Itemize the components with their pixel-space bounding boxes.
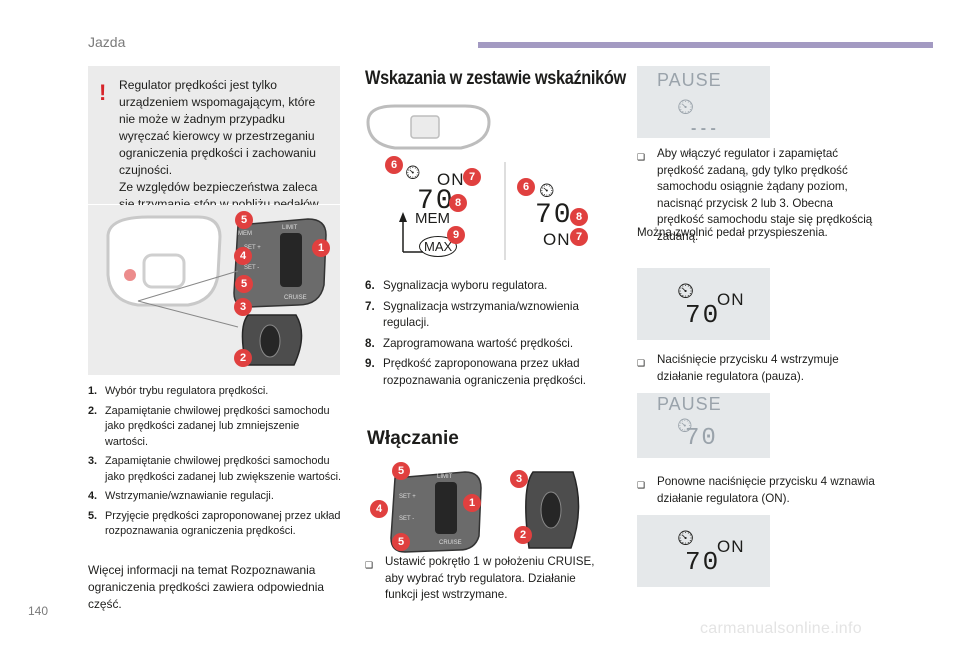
callout-2: 2 [234,349,252,367]
warning-box: ! Regulator prędkości jest tylko urządze… [88,66,340,211]
warning-text: Regulator prędkości jest tylko urządzeni… [119,78,316,177]
speed-limiter-icon: ⏲ [677,278,695,303]
display-pause-dashes: PAUSE ⏲ - - - [637,66,770,138]
warning-icon: ! [99,80,107,105]
svg-text:SET -: SET - [244,265,259,271]
callout-5: 5 [392,533,410,551]
list-item: 1.Wybór trybu regulatora prędkości. [88,385,269,397]
speed-limiter-icon: ⏲ [677,94,695,119]
list-item: 5.Przyjęcie prędkości zaproponowanej prz… [88,509,341,538]
list-item: 6.Sygnalizacja wyboru regulatora. [365,279,548,292]
bullet-icon: ❑ [365,560,374,570]
callout-2: 2 [514,526,532,544]
display-on-label: ON [717,537,745,556]
list-item: 2.Zapamiętanie chwilowej prędkości samoc… [88,404,330,448]
speed-limiter-icon: ⏲ [677,525,695,550]
speed-value: 70 [685,300,721,330]
speed-value: 70 [417,186,455,217]
svg-text:SET +: SET + [399,494,416,500]
svg-text:SET +: SET + [244,245,261,251]
controls-list: 1.Wybór trybu regulatora prędkości. 2.Za… [88,384,342,544]
indicators-list: 6.Sygnalizacja wyboru regulatora. 7.Sygn… [365,278,603,393]
instrument-cluster-illustration: 6 ⏲ ON 7 70 8 MEM MAX 9 6 ⏲ 70 8 ON 7 [365,100,610,265]
page-number: 140 [28,604,49,618]
svg-text:SET -: SET - [399,516,414,522]
svg-text:MEM: MEM [238,231,252,237]
svg-text:LIMIT: LIMIT [282,225,298,231]
callout-1: 1 [312,239,330,257]
callout-5: 5 [235,275,253,293]
speed-value: 70 [685,425,718,452]
pause-label: PAUSE [657,394,722,414]
callout-6: 6 [517,178,535,196]
callout-3: 3 [510,470,528,488]
mem-label: MEM [415,210,450,227]
callout-3: 3 [234,298,252,316]
speed-limiter-icon: ⏲ [405,162,421,184]
activation-step: ❑ Ustawić pokrętło 1 w położeniu CRUISE,… [365,554,605,604]
speed-limiter-icon: ⏲ [677,415,693,437]
speed-value: 70 [685,547,721,577]
max-label: MAX [419,236,458,257]
steering-wheel-illustration: SET + SET - LIMIT CRUISE MEM 5 1 4 5 3 2 [88,205,340,375]
callout-4: 4 [234,247,252,265]
bullet-icon: ❑ [637,358,646,368]
bullet-icon: ❑ [637,480,646,490]
stalk-illustration: SET + SET - LIMIT CRUISE 5 1 4 5 3 2 [365,458,610,558]
activation-title: Włączanie [367,428,459,449]
display-on-label: ON [543,230,571,249]
callout-6: 6 [385,156,403,174]
callout-8: 8 [449,194,467,212]
more-info-text: Więcej informacji na temat Rozpoznawania… [88,563,324,611]
list-item: 7.Sygnalizacja wstrzymania/wznowienia re… [365,299,579,330]
bullet-activate: ❑ Aby włączyć regulator i zapamiętać prę… [637,146,877,245]
list-item: 8.Zaprogramowana wartość prędkości. [365,336,574,350]
callout-8: 8 [570,208,588,226]
callout-9: 9 [447,226,465,244]
stalk-diagram: SET + SET - LIMIT CRUISE [390,471,580,553]
display-on-label: ON [717,290,745,309]
speed-dashes: - - - [691,120,716,137]
watermark: carmanualsonline.info [700,620,862,637]
speed-value: 70 [535,200,573,231]
svg-text:LIMIT: LIMIT [437,474,453,480]
list-item: 3.Zapamiętanie chwilowej prędkości samoc… [88,455,342,483]
pause-label: PAUSE [657,70,722,90]
display-on-70: ⏲ ON 70 [637,268,770,340]
display-on-70: ⏲ ON 70 [637,515,770,587]
svg-text:CRUISE: CRUISE [439,540,462,546]
bullet-icon: ❑ [637,152,646,162]
section-label: Jazda [88,34,126,50]
steering-wheel-icon: SET + SET - LIMIT CRUISE MEM [106,215,327,366]
callout-1: 1 [463,494,481,512]
speed-limiter-icon: ⏲ [539,180,555,202]
bullet-resume: ❑ Ponowne naciśnięcie przycisku 4 wznawi… [637,474,877,507]
bullet-pause: ❑ Naciśnięcie przycisku 4 wstrzymuje dzi… [637,352,877,385]
release-pedal-text: Można zwolnić pedał przyspieszenia. [637,226,828,239]
callout-5: 5 [235,211,253,229]
indicators-title: Wskazania w zestawie wskaźników [365,68,626,89]
callout-5: 5 [392,462,410,480]
callout-4: 4 [370,500,388,518]
display-pause-70: PAUSE ⏲ 70 [637,393,770,458]
list-item: 9.Prędkość zaproponowana przez układ roz… [365,357,587,387]
list-item: 4.Wstrzymanie/wznawianie regulacji. [88,490,274,502]
callout-7: 7 [570,228,588,246]
cluster-diagram [366,104,506,260]
section-bar [478,42,933,48]
callout-7: 7 [463,168,481,186]
svg-text:CRUISE: CRUISE [284,295,307,301]
display-on-label: ON [437,170,465,189]
